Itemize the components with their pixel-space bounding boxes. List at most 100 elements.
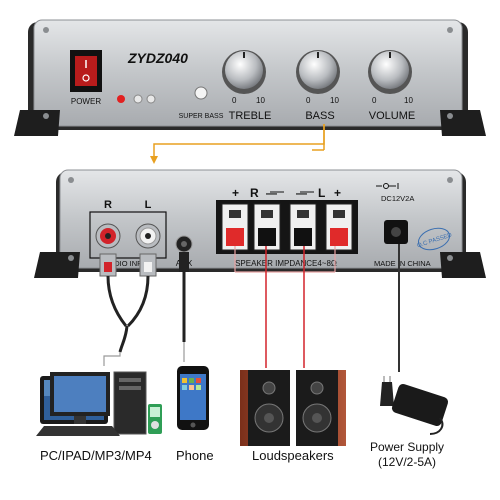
screw-icon <box>68 255 74 261</box>
woofer-cap <box>264 413 274 423</box>
terminal-l-plus[interactable] <box>325 203 353 251</box>
pc-devices-label: PC/IPAD/MP3/MP4 <box>40 448 152 463</box>
phone-home-button <box>190 422 196 428</box>
volume-knob-cap[interactable] <box>371 51 409 89</box>
model-name: ZYDZ040 <box>127 50 188 66</box>
rear-right-foot <box>440 252 486 278</box>
speaker-right-device <box>296 370 346 446</box>
terminal-l-minus[interactable] <box>289 203 317 251</box>
pc-tower-drive <box>119 378 141 382</box>
terminal-r-plus[interactable] <box>221 203 249 251</box>
monitor-stand <box>74 416 86 424</box>
power-off-mark-icon <box>82 74 90 82</box>
adapter-brick-icon <box>391 384 449 426</box>
power-supply-label: Power Supply <box>370 440 445 454</box>
power-adapter-device <box>380 376 449 435</box>
treble-max-label: 10 <box>256 96 265 105</box>
adapter-cord <box>429 417 444 435</box>
speaker-wire-bus <box>234 246 336 273</box>
bass-max-label: 10 <box>330 96 339 105</box>
terminal-l-plus-clip[interactable] <box>330 228 348 246</box>
power-label: POWER <box>71 97 101 106</box>
mp3-player-wheel <box>151 421 159 429</box>
volume-max-label: 10 <box>404 96 413 105</box>
speaker-impedance-label: SPEAKER IMPDANCE4~8Ω <box>235 259 337 268</box>
volume-knob[interactable] <box>368 50 412 94</box>
bass-knob[interactable] <box>296 50 340 94</box>
terminal-r-plus-label: + <box>232 186 239 200</box>
terminal-l-plus-slot <box>333 210 345 218</box>
power-supply-spec: (12V/2-5A) <box>378 455 437 469</box>
volume-min-label: 0 <box>372 96 377 105</box>
rca-jack-left[interactable] <box>135 223 161 249</box>
app-icon <box>189 378 194 383</box>
front-amplifier: POWER ZYDZ040 SUPER BASS 0 10 TREBLE <box>14 19 486 136</box>
link-line-branch <box>312 124 325 151</box>
bass-knob-cap[interactable] <box>299 51 337 89</box>
super-bass-button[interactable] <box>194 86 208 100</box>
tweeter-icon <box>262 381 276 395</box>
terminal-l-plus-label: + <box>334 186 341 200</box>
terminal-r-plus-slot <box>229 210 241 218</box>
rca-cable-left <box>126 275 150 328</box>
super-bass-label: SUPER BASS <box>179 113 224 120</box>
cables <box>99 244 400 372</box>
treble-knob-cap[interactable] <box>225 51 263 89</box>
pc-tower-icon <box>113 371 147 435</box>
treble-knob[interactable] <box>222 50 266 94</box>
rca-plug-right-band <box>104 262 112 272</box>
rca-jack-right-pin[interactable] <box>105 233 111 239</box>
pc-connector-line <box>103 352 121 366</box>
rca-jack-right[interactable] <box>95 223 121 249</box>
made-in-label: MADE IN CHINA <box>374 259 431 268</box>
speaker-left-device <box>240 370 290 446</box>
audio-input-label: AUDIO INPUT <box>104 259 153 268</box>
app-icon <box>196 385 201 390</box>
terminal-l-minus-label: — <box>296 188 307 200</box>
led-icon <box>133 94 143 104</box>
terminal-r-plus-clip[interactable] <box>226 228 244 246</box>
led-icon <box>146 94 156 104</box>
tweeter-icon <box>310 381 324 395</box>
terminal-l-label: L <box>318 186 325 200</box>
treble-min-label: 0 <box>232 96 237 105</box>
terminal-r-minus-clip[interactable] <box>258 228 276 246</box>
screw-icon <box>43 113 49 119</box>
rca-cable-right <box>106 275 128 327</box>
audio-input-frame <box>89 211 167 259</box>
terminal-l-minus-slot <box>297 210 309 218</box>
screw-icon <box>68 177 74 183</box>
plug-prongs-icon <box>383 376 391 382</box>
power-switch-rocker[interactable] <box>75 56 97 86</box>
treble-label: TREBLE <box>229 110 272 122</box>
link-arrow-icon <box>150 156 158 164</box>
bass-label: BASS <box>305 110 334 122</box>
screw-icon <box>447 113 453 119</box>
dc-jack-hole <box>391 227 401 237</box>
channel-l-label: L <box>145 199 152 211</box>
front-left-foot <box>14 110 60 136</box>
terminal-r-minus-label: — <box>266 188 277 200</box>
rca-cable-joined <box>118 325 129 353</box>
app-icon <box>182 385 187 390</box>
dc-rating-label: DC12V2A <box>381 194 414 203</box>
rca-jack-left-pin[interactable] <box>145 233 151 239</box>
app-icon <box>196 378 201 383</box>
pc-devices <box>36 371 162 436</box>
terminal-r-minus-slot <box>261 210 273 218</box>
terminal-l-minus-clip[interactable] <box>294 228 312 246</box>
screw-icon <box>43 27 49 33</box>
phone-device <box>177 366 209 430</box>
terminal-r-minus[interactable] <box>253 203 281 251</box>
dc-polarity-icon <box>376 183 399 189</box>
app-icon <box>189 385 194 390</box>
monitor-screen <box>54 376 106 412</box>
phone-label: Phone <box>176 448 214 463</box>
power-led-icon <box>117 95 125 103</box>
woofer-cap <box>312 413 322 423</box>
channel-r-label: R <box>104 199 112 211</box>
pc-tower-drive <box>119 386 141 390</box>
rear-amplifier: R L AUDIO INPUT AUX + R — — L + <box>34 169 486 278</box>
